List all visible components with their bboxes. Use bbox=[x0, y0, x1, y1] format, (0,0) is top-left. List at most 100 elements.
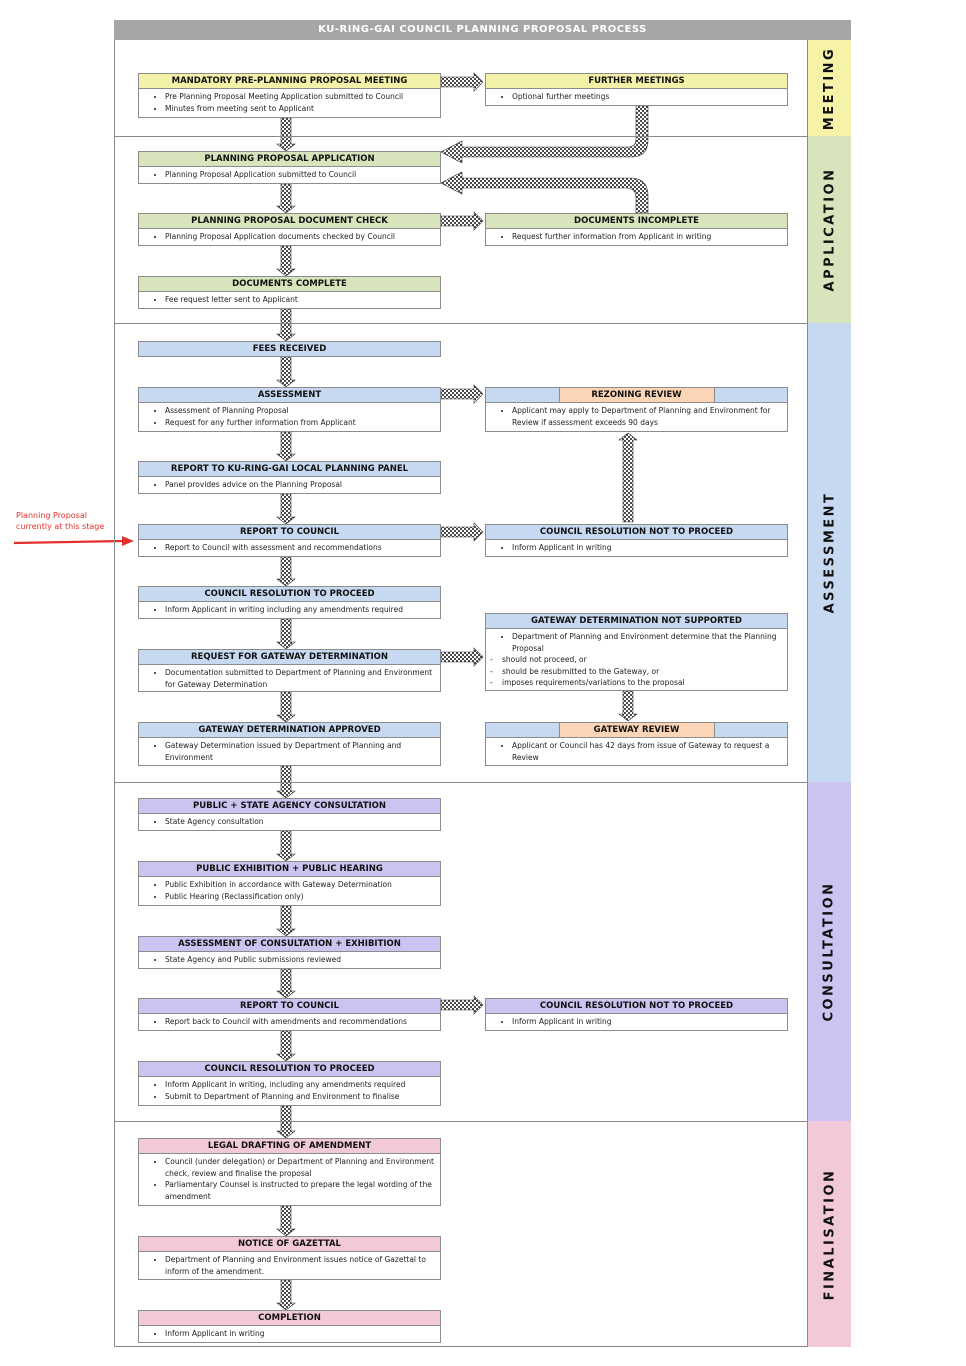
stage-divider bbox=[114, 323, 807, 324]
box-title: PUBLIC EXHIBITION + PUBLIC HEARING bbox=[139, 862, 440, 877]
flow-arrow-down bbox=[276, 830, 296, 862]
box-item: Fee request letter sent to Applicant bbox=[165, 294, 436, 306]
box-title: FEES RECEIVED bbox=[139, 342, 440, 356]
box-item: Inform Applicant in writing bbox=[512, 1016, 783, 1028]
flow-arrow-down bbox=[276, 245, 296, 277]
box-agency-consultation: PUBLIC + STATE AGENCY CONSULTATION State… bbox=[138, 798, 441, 831]
stage-label: APPLICATION bbox=[822, 167, 837, 292]
box-item: Planning Proposal Application submitted … bbox=[165, 169, 436, 181]
box-item: Minutes from meeting sent to Applicant bbox=[165, 103, 436, 115]
box-title: LEGAL DRAFTING OF AMENDMENT bbox=[139, 1139, 440, 1154]
box-title: FURTHER MEETINGS bbox=[486, 74, 787, 89]
stage-divider bbox=[114, 1121, 807, 1122]
flow-arrow-right bbox=[440, 647, 484, 667]
stage-label: MEETING bbox=[822, 46, 838, 130]
current-stage-pointer bbox=[13, 539, 125, 545]
box-item: Documentation submitted to Department of… bbox=[165, 667, 436, 690]
stage-band-meeting: MEETING bbox=[807, 40, 851, 136]
box-subitem: should not proceed, or bbox=[486, 654, 783, 666]
box-title: DOCUMENTS COMPLETE bbox=[139, 277, 440, 292]
box-rezoning-review: REZONING REVIEW Applicant may apply to D… bbox=[485, 387, 788, 432]
stage-label: ASSESSMENT bbox=[822, 491, 838, 614]
box-pre-meeting: MANDATORY PRE-PLANNING PROPOSAL MEETING … bbox=[138, 73, 441, 118]
stage-label: FINALISATION bbox=[822, 1168, 837, 1300]
stage-divider bbox=[114, 782, 807, 783]
box-resolution-proceed-2: COUNCIL RESOLUTION TO PROCEED Inform App… bbox=[138, 1061, 441, 1106]
box-docs-complete: DOCUMENTS COMPLETE Fee request letter se… bbox=[138, 276, 441, 309]
box-title: REPORT TO COUNCIL bbox=[139, 525, 440, 540]
box-item: Public Exhibition in accordance with Gat… bbox=[165, 879, 436, 891]
box-title-row: REZONING REVIEW bbox=[486, 388, 787, 403]
flow-arrow-return bbox=[440, 171, 649, 214]
box-item: Request further information from Applica… bbox=[512, 231, 783, 243]
box-title: NOTICE OF GAZETTAL bbox=[139, 1237, 440, 1252]
box-title: REPORT TO KU-RING-GAI LOCAL PLANNING PAN… bbox=[139, 462, 440, 477]
box-title: REZONING REVIEW bbox=[558, 388, 715, 402]
box-item: Applicant may apply to Department of Pla… bbox=[512, 405, 783, 428]
box-item: Inform Applicant in writing bbox=[512, 542, 783, 554]
flow-arrow-down bbox=[276, 431, 296, 462]
box-pp-application: PLANNING PROPOSAL APPLICATION Planning P… bbox=[138, 151, 441, 184]
box-further-meetings: FURTHER MEETINGS Optional further meetin… bbox=[485, 73, 788, 106]
flow-arrow-right bbox=[440, 522, 484, 542]
box-report-council: REPORT TO COUNCIL Report to Council with… bbox=[138, 524, 441, 557]
box-item: Inform Applicant in writing, including a… bbox=[165, 1079, 436, 1091]
box-title: GATEWAY DETERMINATION APPROVED bbox=[139, 723, 440, 738]
box-title: ASSESSMENT OF CONSULTATION + EXHIBITION bbox=[139, 937, 440, 952]
box-title: PUBLIC + STATE AGENCY CONSULTATION bbox=[139, 799, 440, 814]
flow-arrow-down bbox=[276, 356, 296, 388]
flow-arrow-down bbox=[618, 690, 638, 722]
flow-arrow-right bbox=[440, 72, 484, 92]
flow-arrow-up bbox=[618, 432, 638, 523]
box-item: Parliamentary Counsel is instructed to p… bbox=[165, 1179, 436, 1202]
box-fees-received: FEES RECEIVED bbox=[138, 341, 441, 357]
box-docs-incomplete: DOCUMENTS INCOMPLETE Request further inf… bbox=[485, 213, 788, 246]
box-item: Request for any further information from… bbox=[165, 417, 436, 429]
box-item: Submit to Department of Planning and Env… bbox=[165, 1091, 436, 1103]
box-title: COUNCIL RESOLUTION NOT TO PROCEED bbox=[486, 999, 787, 1014]
stage-label: CONSULTATION bbox=[822, 881, 838, 1022]
box-item: Inform Applicant in writing including an… bbox=[165, 604, 436, 616]
box-gateway-not-supported: GATEWAY DETERMINATION NOT SUPPORTED Depa… bbox=[485, 613, 788, 691]
box-item: Inform Applicant in writing bbox=[165, 1328, 436, 1340]
box-title: GATEWAY REVIEW bbox=[558, 723, 715, 737]
box-item: Applicant or Council has 42 days from is… bbox=[512, 740, 783, 763]
box-title: REQUEST FOR GATEWAY DETERMINATION bbox=[139, 650, 440, 665]
box-consult-assessment: ASSESSMENT OF CONSULTATION + EXHIBITION … bbox=[138, 936, 441, 969]
flow-arrow-down bbox=[276, 1279, 296, 1311]
stage-band-application: APPLICATION bbox=[807, 136, 851, 323]
box-item: Panel provides advice on the Planning Pr… bbox=[165, 479, 436, 491]
flow-arrow-down bbox=[276, 905, 296, 937]
header-fill bbox=[486, 388, 559, 402]
flow-arrow-return bbox=[440, 105, 649, 164]
box-assessment: ASSESSMENT Assessment of Planning Propos… bbox=[138, 387, 441, 432]
box-doc-check: PLANNING PROPOSAL DOCUMENT CHECK Plannin… bbox=[138, 213, 441, 246]
stage-band-consultation: CONSULTATION bbox=[807, 782, 851, 1121]
box-title-row: GATEWAY REVIEW bbox=[486, 723, 787, 738]
flow-arrow-down bbox=[276, 183, 296, 214]
box-title: COMPLETION bbox=[139, 1311, 440, 1326]
header-fill bbox=[714, 388, 787, 402]
box-title: GATEWAY DETERMINATION NOT SUPPORTED bbox=[486, 614, 787, 629]
box-item: Pre Planning Proposal Meeting Applicatio… bbox=[165, 91, 436, 103]
box-item: Department of Planning and Environment i… bbox=[165, 1254, 436, 1277]
box-title: PLANNING PROPOSAL APPLICATION bbox=[139, 152, 440, 167]
box-legal-drafting: LEGAL DRAFTING OF AMENDMENT Council (und… bbox=[138, 1138, 441, 1206]
page-title: KU-RING-GAI COUNCIL PLANNING PROPOSAL PR… bbox=[114, 20, 851, 40]
flow-arrow-right bbox=[440, 995, 484, 1015]
box-resolution-not-proceed-2: COUNCIL RESOLUTION NOT TO PROCEED Inform… bbox=[485, 998, 788, 1031]
box-report-council-2: REPORT TO COUNCIL Report back to Council… bbox=[138, 998, 441, 1031]
header-fill bbox=[714, 723, 787, 737]
box-title: DOCUMENTS INCOMPLETE bbox=[486, 214, 787, 229]
box-item: Department of Planning and Environment d… bbox=[512, 631, 783, 654]
stage-band-assessment: ASSESSMENT bbox=[807, 323, 851, 782]
current-stage-pointer-head bbox=[122, 536, 134, 546]
box-request-gateway: REQUEST FOR GATEWAY DETERMINATION Docume… bbox=[138, 649, 441, 692]
box-title: REPORT TO COUNCIL bbox=[139, 999, 440, 1014]
flow-arrow-down bbox=[276, 556, 296, 587]
box-title: ASSESSMENT bbox=[139, 388, 440, 403]
stage-band-finalisation: FINALISATION bbox=[807, 1121, 851, 1347]
flow-arrow-down bbox=[276, 493, 296, 525]
flow-arrow-down bbox=[276, 691, 296, 723]
box-item: Optional further meetings bbox=[512, 91, 783, 103]
